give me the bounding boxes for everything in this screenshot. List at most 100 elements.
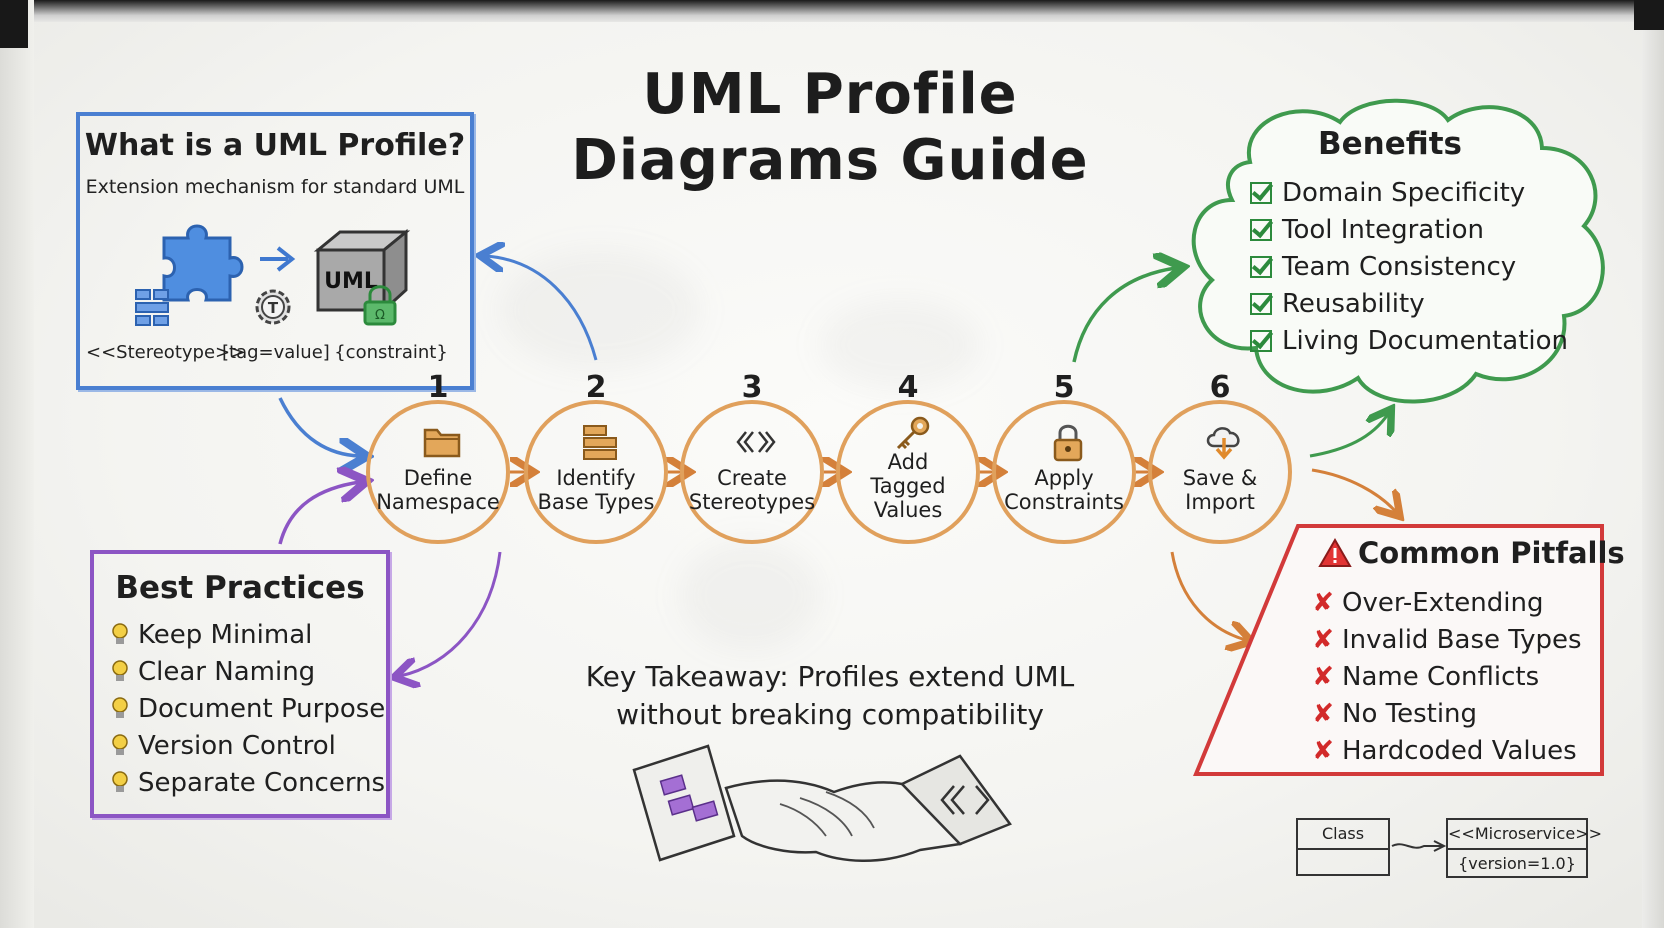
constraint-lock-icon: Ω [363, 285, 397, 326]
list-item: ✘ Invalid Base Types [1312, 621, 1582, 658]
practices-heading: Best Practices [115, 570, 365, 606]
best-practices-box: Best Practices Keep Minimal Clear Naming… [90, 550, 390, 818]
list-item: Keep Minimal [110, 616, 385, 653]
uml-extension-arrow [1391, 840, 1446, 852]
step-label-line-2: Import [1185, 490, 1255, 514]
benefit-label: Reusability [1282, 288, 1425, 319]
uml-class-box: Class [1296, 818, 1390, 876]
pitfall-label: Invalid Base Types [1342, 624, 1582, 655]
tag-gear-icon: T [255, 289, 291, 325]
constraint-caption: {constraint} [334, 342, 448, 363]
pitfalls-heading-text: Common Pitfalls [1358, 536, 1625, 570]
list-item: Separate Concerns [110, 764, 385, 801]
lightbulb-icon [112, 733, 128, 755]
folder-icon [423, 428, 461, 458]
step-label-line-2: Stereotypes [688, 490, 816, 514]
benefit-label: Tool Integration [1282, 214, 1485, 245]
title-line-2: Diagrams Guide [571, 128, 1089, 193]
key-takeaway: Key Takeaway: Profiles extend UML withou… [560, 658, 1100, 734]
arrow-step6-to-pitfalls [1311, 468, 1396, 512]
step-label-line-2: Constraints [1004, 490, 1124, 514]
list-item: ✘Name Conflicts [1312, 658, 1582, 695]
list-item: Team Consistency [1250, 248, 1568, 285]
uml-class-label: Class [1298, 820, 1388, 850]
tag-caption: [tag=value] [222, 342, 330, 363]
practice-label: Separate Concerns [138, 767, 386, 798]
uml-cube-label: UML [324, 269, 378, 294]
step-label-line-1: Create [717, 466, 787, 490]
list-item: ✘ Hardcoded Values [1312, 732, 1582, 769]
step-number: 5 [1053, 370, 1075, 405]
pitfall-label: Over-Extending [1342, 587, 1544, 618]
practice-label: Document Purpose [138, 693, 386, 724]
checkbox-checked-icon [1250, 292, 1272, 315]
lock-icon [1053, 424, 1083, 462]
step-5-apply-constraints: 5 Apply Constraints [992, 370, 1136, 544]
pitfalls-trapezoid-outline [1193, 524, 1604, 776]
title-line-1: UML Profile [642, 62, 1018, 127]
handshake-illustration [632, 744, 1012, 862]
key-icon [896, 416, 930, 450]
step-label-line-2: Namespace [376, 490, 500, 514]
x-mark-icon: ✘ [1312, 587, 1334, 618]
checkbox-checked-icon [1250, 255, 1272, 278]
arrow-step6-to-benefits [1309, 414, 1388, 458]
lightbulb-icon [112, 696, 128, 718]
step-number: 1 [427, 370, 449, 405]
layers-icon [583, 425, 617, 460]
step-label-line-1: Define [403, 466, 473, 490]
step-6-save-and-import: 6 Save & Import [1148, 370, 1292, 544]
list-item: Version Control [110, 727, 385, 764]
what-subtitle: Extension mechanism for standard UML [85, 176, 465, 198]
lightbulb-icon [112, 659, 128, 681]
puzzle-piece-icon [162, 224, 244, 302]
pitfall-label: No Testing [1342, 698, 1478, 729]
arrow-what-to-step1 [278, 397, 360, 456]
checkbox-checked-icon [1250, 218, 1272, 241]
uml-tag-label: {version=1.0} [1458, 854, 1576, 873]
warning-icon [1318, 538, 1352, 567]
code-brackets-icon [940, 785, 990, 815]
checkbox-checked-icon [1250, 329, 1272, 352]
pitfalls-list: ✘ Over-Extending ✘ Invalid Base Types ✘Nam… [1312, 584, 1582, 769]
step-2-identify-base-types: 2 Identify Base Types [524, 370, 668, 544]
arrow-step5-to-benefits [1072, 268, 1176, 363]
list-item: ✘No Testing [1312, 695, 1582, 732]
step-label-line-2: Tagged [870, 474, 946, 498]
step-label-line-1: Apply [1034, 466, 1094, 490]
board-corner [0, 0, 28, 48]
board-corner [1634, 0, 1664, 30]
list-item: Domain Specificity [1250, 174, 1568, 211]
board-frame-top [0, 0, 1664, 22]
list-item: Tool Integration [1250, 211, 1568, 248]
page-title: UML Profile Diagrams Guide [540, 62, 1120, 194]
step-label-line-1: Save & [1182, 466, 1258, 490]
uml-stereotype-label: <<Microservice>> [1448, 820, 1602, 850]
svg-text:Ω: Ω [375, 308, 385, 323]
benefit-label: Living Documentation [1282, 325, 1568, 356]
cloud-download-icon [1206, 427, 1240, 460]
benefit-label: Team Consistency [1282, 251, 1517, 282]
purple-blocks-icon [659, 774, 687, 796]
arrow-right-icon [260, 246, 296, 272]
practice-label: Keep Minimal [138, 619, 313, 650]
benefits-heading: Benefits [1318, 126, 1462, 162]
uml-stereotype-box: <<Microservice>> {version=1.0} [1446, 818, 1602, 878]
pitfall-label: Hardcoded Values [1342, 735, 1577, 766]
arrow-step1-to-practices [400, 551, 502, 676]
x-mark-icon: ✘ [1312, 624, 1334, 655]
list-item: ✘ Over-Extending [1312, 584, 1582, 621]
stereotype-icon [135, 289, 169, 326]
step-number: 4 [897, 370, 919, 405]
step-label-line-3: Values [873, 498, 943, 522]
what-is-uml-profile-box: What is a UML Profile? Extension mechani… [76, 112, 474, 390]
x-mark-icon: ✘ [1312, 735, 1334, 766]
step-3-create-stereotypes: 3 Create Stereotypes [680, 370, 824, 544]
svg-text:T: T [268, 299, 279, 317]
benefits-list: Domain Specificity Tool Integration Team… [1250, 174, 1568, 359]
step-label-line-1: Identify [556, 466, 636, 490]
board-frame-left [0, 0, 34, 928]
step-number: 6 [1209, 370, 1231, 405]
